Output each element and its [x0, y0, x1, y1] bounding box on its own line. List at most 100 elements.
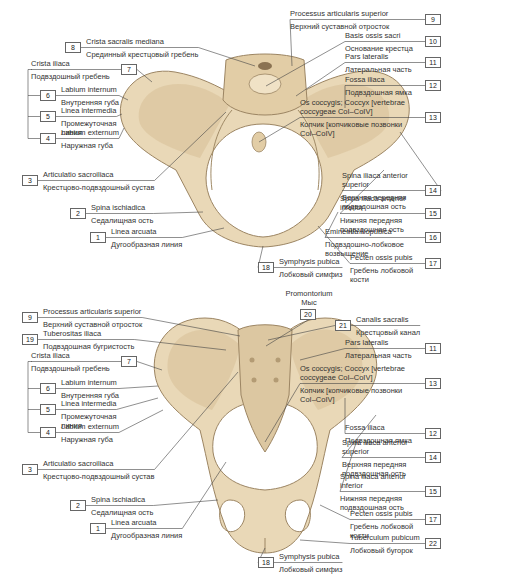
- callout-box: 14Spina iliaca anterior superiorВерхняя …: [425, 185, 441, 196]
- term-holder: Верхний суставной отросток: [290, 22, 420, 31]
- leader-line: [400, 132, 441, 191]
- leader-line: [137, 362, 162, 371]
- callout-number: 4: [46, 135, 50, 142]
- callout-box: 12Fossa iliacaПодвздошная ямка: [425, 428, 441, 439]
- russian-term: Седалищная ость: [91, 508, 153, 517]
- russian-term: Верхний суставной отросток: [290, 22, 389, 31]
- sacral-foramen: [276, 358, 281, 363]
- leader-line: [268, 326, 335, 341]
- term-holder: Наружная губа: [61, 141, 131, 150]
- callout-number: 17: [429, 516, 437, 523]
- callout-box: 5Linea intermediaПромежуточная линия: [40, 404, 56, 415]
- latin-term: Articulatio sacroiliaca: [43, 459, 113, 468]
- callout-number: 14: [429, 454, 437, 461]
- callout-number: 6: [46, 92, 50, 99]
- term-holder: Крестцовый канал: [356, 328, 436, 337]
- callout-box: 13Os coccygis; Coccyx [vertebrae coccyge…: [425, 378, 441, 389]
- term-holder: Гребень лобковой кости: [350, 266, 420, 284]
- russian-term: Внутренняя губа: [61, 391, 119, 400]
- callout-box: 15Spina iliaca anterior inferiorНижняя п…: [425, 486, 441, 497]
- latin-term: Basis ossis sacri: [345, 31, 400, 40]
- symphysis-line: [265, 538, 266, 553]
- callout-number: 13: [429, 114, 437, 121]
- russian-term: Гребень лобковой кости: [350, 266, 413, 284]
- term-holder: Spina iliaca anterior inferior: [340, 472, 420, 490]
- term-holder: Articulatio sacroiliaca: [43, 459, 168, 468]
- label-underline: [300, 383, 441, 384]
- latin-term: Spina ischiadica: [91, 203, 145, 212]
- leader-line: [265, 384, 300, 443]
- russian-term: Лобковый симфиз: [279, 565, 342, 574]
- latin-term: Canalis sacralis: [356, 315, 409, 324]
- leader-line: [266, 42, 345, 87]
- russian-term: Лобковый симфиз: [279, 270, 342, 279]
- leader-line: [119, 386, 158, 389]
- russian-term: Крестцовый канал: [356, 328, 420, 337]
- term-holder: Tuberculum pubicum: [350, 533, 420, 542]
- latin-term: Linea intermedia: [61, 106, 116, 115]
- russian-term: Крестцово-подвздошный сустав: [43, 472, 155, 481]
- term-holder: Латеральная часть: [345, 351, 420, 360]
- term-holder: Крестцово-подвздошный сустав: [43, 183, 168, 192]
- term-holder: Spina iliaca anterior inferior: [340, 194, 420, 212]
- term-holder: Подвздошная ямка: [345, 88, 420, 97]
- term-holder: Labium internum: [61, 85, 131, 94]
- latin-term: Spina ischiadica: [91, 495, 145, 504]
- latin-term: Os coccygis; Coccyx [vertebrae coccygeae…: [300, 364, 405, 382]
- russian-term: Крестцово-подвздошный сустав: [43, 183, 155, 192]
- label-underline: [290, 19, 441, 20]
- russian-term: Дугообразная линия: [111, 240, 182, 249]
- callout-box: 7Crista iliacaПодвздошный гребень: [121, 356, 137, 367]
- russian-term: Наружная губа: [61, 435, 113, 444]
- leader-line: [300, 540, 350, 544]
- latin-term: Processus articularis superior: [43, 307, 141, 316]
- callout-number: 16: [429, 234, 437, 241]
- sacral-foramen: [274, 378, 279, 383]
- callout-number: 12: [429, 430, 437, 437]
- callout-number: 9: [431, 16, 435, 23]
- latin-term: Spina iliaca anterior superior: [342, 171, 408, 189]
- callout-box: 11Pars lateralisЛатеральная часть: [425, 343, 441, 354]
- callout-box: 14Spina iliaca anterior superiorВерхняя …: [425, 452, 441, 463]
- callout-number: 12: [429, 82, 437, 89]
- callout-number: 15: [429, 210, 437, 217]
- term-holder: Spina iliaca anterior superior: [342, 438, 420, 456]
- callout-number: 19: [26, 336, 34, 343]
- callout-box: 3Articulatio sacroiliacaКрестцово-подвзд…: [22, 464, 38, 475]
- callout-box: 1Linea arcuataДугообразная линия: [90, 232, 106, 243]
- sacral-foramen: [252, 378, 257, 383]
- russian-term: Основание крестца: [345, 44, 413, 53]
- latin-term: Labium externum: [61, 422, 119, 431]
- callout-number: 5: [46, 406, 50, 413]
- callout-box: 1Linea arcuataДугообразная линия: [90, 523, 106, 534]
- leader-line: [116, 398, 158, 410]
- callout-number: 18: [262, 559, 270, 566]
- callout-number: 15: [429, 488, 437, 495]
- callout-number: 9: [28, 314, 32, 321]
- term-holder: Крестцово-подвздошный сустав: [43, 472, 168, 481]
- term-holder: Linea arcuata: [111, 518, 191, 527]
- russian-term: Подвздошный гребень: [31, 364, 110, 373]
- latin-term: Symphysis pubica: [279, 257, 339, 266]
- latin-term: Tuberculum pubicum: [350, 533, 420, 542]
- arcuate-line: [211, 110, 232, 190]
- callout-number: 2: [76, 210, 80, 217]
- callout-box: 4Labium externumНаружная губа: [40, 427, 56, 438]
- russian-term: Подвздошная ямка: [345, 88, 412, 97]
- latin-term: Tuberositas iliaca: [43, 329, 101, 338]
- term-holder: Подвздошная бугристость: [43, 342, 153, 351]
- callout-box: 15Spina iliaca anterior inferiorНижняя п…: [425, 208, 441, 219]
- term-holder: Дугообразная линия: [111, 531, 191, 540]
- latin-term: Linea arcuata: [111, 518, 156, 527]
- latin-term: Eminentia iliopubica: [325, 227, 392, 236]
- term-holder: Crista sacralis mediana: [86, 37, 206, 46]
- term-holder: Processus articularis superior: [43, 307, 163, 316]
- russian-term: Копчик [копчиковые позвонки CoI–CoIV]: [300, 386, 402, 404]
- callout-number: 1: [96, 234, 100, 241]
- term-holder: Наружная губа: [61, 435, 131, 444]
- latin-term: Labium internum: [61, 378, 117, 387]
- term-holder: Symphysis pubica: [279, 552, 349, 561]
- callout-number: 2: [76, 502, 80, 509]
- term-holder: Processus articularis superior: [290, 9, 420, 18]
